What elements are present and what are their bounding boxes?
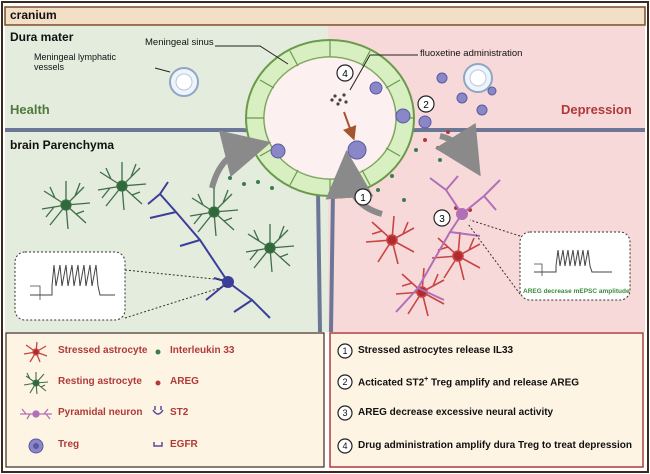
step-list-markers [337,343,353,454]
lymphatic-label: Meningeal lymphatic vessels [34,52,117,72]
lymphatic-vessel-icon [169,67,199,97]
svg-text:1: 1 [360,193,366,204]
step-text-2-b: Treg amplify and release AREG [428,377,580,389]
pyramidal-neuron-icon [20,408,52,420]
step-marker-diagram: 3 [433,209,451,227]
drug-arrow [343,111,357,141]
legend-areg: AREG [170,376,199,387]
flow-arrow [434,122,481,177]
lymphatic-leader-line [154,67,171,73]
inset-pointer [467,223,521,295]
step-number: 1 [342,346,347,356]
legend-stressed-astrocyte: Stressed astrocyte [58,345,148,356]
flow-arrow [209,130,272,189]
areg-inset-caption: AREG decrease mEPSC amplitude [523,288,630,295]
meningeal-sinus [245,39,415,197]
meningeal-sinus-label: Meningeal sinus [145,37,214,48]
legend-st2: ST2 [170,407,189,418]
treg-icon [28,438,44,454]
dura-mater-label: Dura mater [10,30,74,44]
svg-text:3: 3 [439,214,445,225]
legend-box [5,332,325,468]
step-marker-diagram: 4 [336,64,354,82]
depression-label: Depression [561,102,632,117]
legend-interleukin-33: Interleukin 33 [170,345,235,356]
step-text-3: AREG decrease excessive neural activity [358,407,554,418]
step-text-2-a: Acticated ST2 [358,377,425,389]
steps-box [329,332,644,468]
legend-treg: Treg [58,439,80,450]
drug-particles [330,93,348,106]
sinus-leader-line [215,45,289,65]
cranium-label: cranium [10,8,57,22]
step-text-4: Drug administration amplify dura Treg to… [358,440,632,451]
step-number: 3 [342,408,347,418]
step-marker-diagram: 2 [417,95,435,113]
stressed-astrocyte-icon [23,341,48,363]
cranium-bar [4,6,646,26]
step-marker-diagram: 1 [354,188,372,206]
fluoxetine-label: fluoxetine administration [420,48,523,59]
health-label: Health [10,102,50,117]
step-list-numbers: 1 2 3 4 [342,346,347,451]
pyramidal-neuron-depression [395,175,501,313]
inset-pointer [124,285,227,319]
trace-inset-health [14,251,126,321]
svg-text:4: 4 [342,69,348,80]
svg-text:2: 2 [423,100,429,111]
lymphatic-vessel-icon [463,63,493,93]
fluoxetine-leader-line [349,54,418,91]
red-dot-icon [155,380,161,386]
resting-astrocyte-icon [23,372,49,395]
green-dot-icon [155,349,161,355]
pyramidal-neuron-health [147,181,271,319]
step-text-1: Stressed astrocytes release IL33 [358,345,514,356]
step-text-2: Acticated ST2+ Treg amplify and release … [358,376,579,388]
legend-egfr: EGFR [170,439,198,450]
treg-cell-group [270,72,497,160]
step-text-2-sup: + [424,376,429,383]
resting-astrocyte-group [41,162,295,273]
st2-receptor-icon [152,406,164,415]
inset-pointer [124,269,225,281]
trace-inset-depression [519,231,631,301]
legend-resting-astrocyte: Resting astrocyte [58,376,142,387]
legend-pyramidal-neuron: Pyramidal neuron [58,407,143,418]
step-number: 2 [342,377,347,387]
inset-pointer [469,219,521,237]
step-number: 4 [342,441,347,451]
egfr-receptor-icon [153,442,163,447]
parenchyma-label: brain Parenchyma [10,138,115,152]
